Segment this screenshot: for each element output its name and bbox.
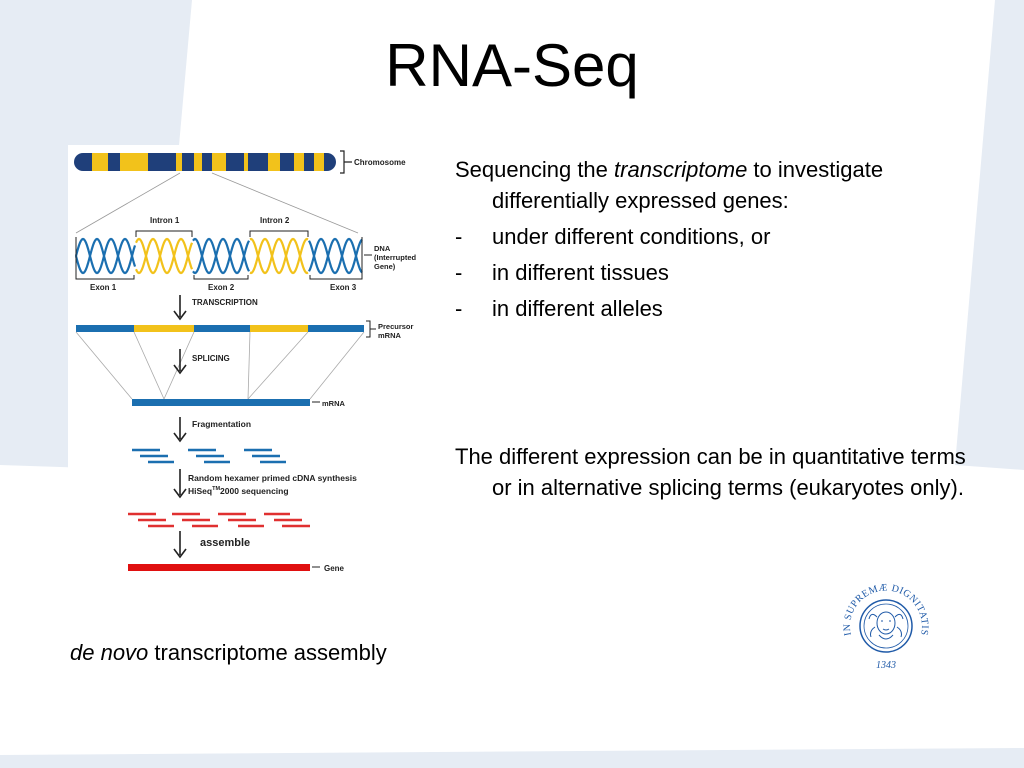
mrna-strand [132,399,310,406]
assemble-arrow [173,531,187,559]
dna-helix [74,237,363,275]
expansion-lines [75,172,359,234]
dna-strand [249,237,309,275]
label-intron-1: Intron 1 [150,216,180,225]
label-precursor: Precursor [378,322,414,331]
intro-text-before: Sequencing the [455,157,615,182]
dna-strand [192,237,250,275]
intro-text-italic: transcriptome [614,157,748,182]
dna-strand [308,237,363,275]
label-hiseq: HiSeqTM2000 sequencing [188,486,289,496]
label-dna-interrupted: (Interrupted [374,253,417,262]
label-dna-gene: Gene) [374,262,396,271]
label-mrna: mRNA [322,399,346,408]
dna-strand [74,237,137,275]
seal-year: 1343 [876,660,896,671]
background-bottom-band [0,748,1024,768]
exon-2-bracket [193,275,249,280]
rna-seq-diagram-svg: Chromosome Intron 1 Intron 2 DNA (Interr… [68,145,418,580]
exon-3-bracket [309,275,363,280]
bullet-item: - in different alleles [455,293,985,324]
intron-2-bracket [249,230,309,237]
expression-paragraph: The different expression can be in quant… [455,444,966,500]
exon-1-bracket [75,275,135,280]
cdna-synthesis-arrow [173,469,187,499]
bullet-marker: - [455,260,463,285]
caption-italic: de novo [70,640,149,665]
university-seal-logo: IN SUPREMÆ DIGNITATIS 1343 [842,582,930,671]
bullet-text: in different tissues [492,260,669,285]
seal-ring-text: IN SUPREMÆ DIGNITATIS [842,582,930,636]
intro-paragraph: Sequencing the transcriptome to investig… [455,154,985,216]
label-exon-2: Exon 2 [208,283,235,292]
label-dna: DNA [374,244,391,253]
label-chromosome: Chromosome [354,158,406,167]
dna-strand [135,237,194,275]
bullet-marker: - [455,224,463,249]
label-splicing: SPLICING [192,354,230,363]
bullet-item: - in different tissues [455,257,985,288]
rna-seq-diagram: Chromosome Intron 1 Intron 2 DNA (Interr… [68,145,418,580]
dna-strand [74,237,137,275]
background-right-band [955,0,1024,470]
figure-caption: de novo transcriptome assembly [70,640,387,666]
label-intron-2: Intron 2 [260,216,290,225]
sequencing-reads [128,512,310,528]
dna-strand [135,237,194,275]
splicing-arrow [173,349,187,375]
caption-text: transcriptome assembly [148,640,387,665]
label-precursor-mrna: mRNA [378,331,402,340]
assembled-gene [128,564,310,571]
dna-strand [249,237,309,275]
label-fragmentation: Fragmentation [192,419,251,429]
bullet-text: in different alleles [492,296,663,321]
bullet-marker: - [455,296,463,321]
intron-1-bracket [135,230,193,237]
precursor-mrna [76,325,364,332]
label-transcription: TRANSCRIPTION [192,298,258,307]
figure-background [68,145,418,580]
dna-strand [308,237,363,275]
fragmentation-arrow [173,417,187,443]
label-exon-3: Exon 3 [330,283,357,292]
bullet-text: under different conditions, or [492,224,771,249]
bullet-item: - under different conditions, or [455,221,985,252]
transcription-arrow [173,295,187,321]
slide-title: RNA-Seq [385,32,639,99]
intro-text-after: to investigate differentially expressed … [492,157,884,213]
chromosome: Chromosome [74,150,406,174]
label-exon-1: Exon 1 [90,283,117,292]
rna-fragments [132,448,286,464]
label-cdna-synthesis: Random hexamer primed cDNA synthesis [188,473,357,483]
splicing-lines [75,331,365,400]
label-assemble: assemble [200,537,250,549]
label-gene: Gene [324,564,345,573]
slide-content: Sequencing the transcriptome to investig… [455,154,985,324]
